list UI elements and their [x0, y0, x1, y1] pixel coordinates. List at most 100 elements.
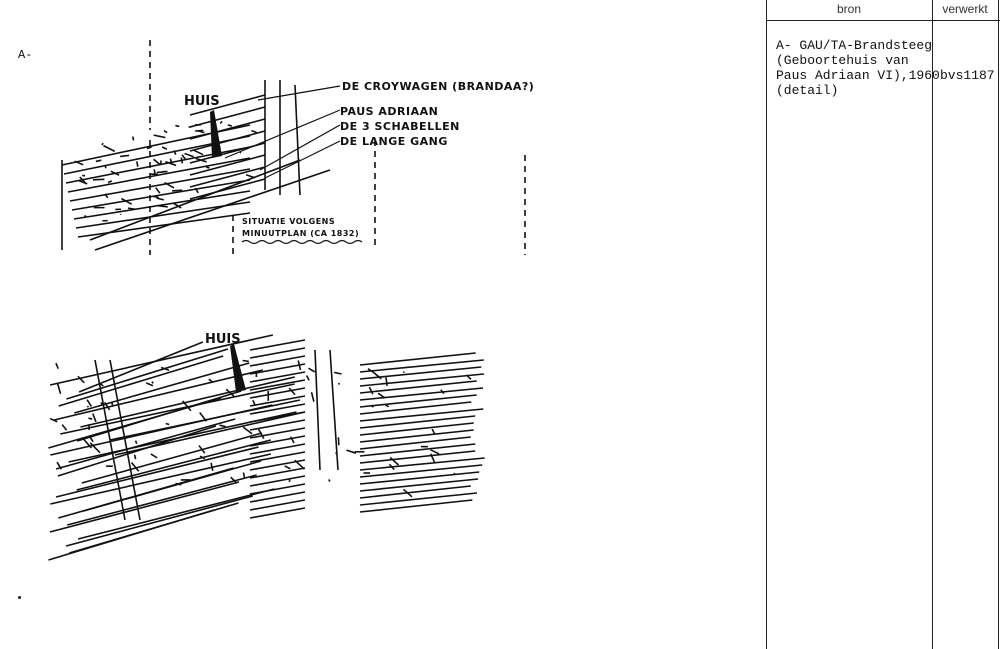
map-line	[440, 389, 445, 395]
map-line	[431, 428, 436, 435]
map-line	[359, 464, 483, 478]
map-line	[430, 449, 440, 455]
reference-code: bvs1187	[940, 68, 995, 83]
map-line	[249, 435, 306, 447]
map-line	[199, 455, 206, 460]
map-line	[109, 359, 141, 521]
map-line	[249, 395, 306, 407]
map-line	[249, 363, 306, 375]
map-line	[58, 467, 234, 519]
map-line	[54, 369, 263, 421]
map-line	[367, 368, 373, 373]
map-line	[370, 404, 374, 408]
map-line	[294, 459, 305, 470]
map-line	[249, 427, 306, 439]
map-line	[208, 378, 213, 383]
map-line	[74, 160, 84, 166]
map-line	[182, 400, 192, 412]
map-line	[249, 387, 306, 399]
map-line	[153, 134, 166, 139]
header-bron: bron	[836, 2, 862, 16]
map-line	[153, 158, 161, 166]
map-line	[184, 152, 194, 158]
map-line	[429, 453, 436, 463]
map-line	[249, 371, 306, 383]
map-line	[161, 146, 168, 150]
map-line	[157, 204, 168, 208]
map-line	[173, 202, 182, 209]
map-line	[249, 403, 306, 415]
map-line	[242, 359, 249, 363]
map-line	[165, 160, 177, 167]
map-line	[189, 106, 266, 128]
column-divider-right	[998, 0, 999, 649]
map-line	[359, 359, 484, 373]
leader-lines	[224, 85, 341, 179]
map-line	[77, 488, 275, 540]
map-line	[198, 445, 206, 454]
map-line	[103, 144, 116, 153]
map-line	[73, 190, 251, 220]
map-line	[314, 349, 321, 471]
map-line	[56, 383, 62, 394]
map-line	[359, 394, 477, 408]
map-line	[180, 157, 184, 164]
map-line	[189, 94, 266, 116]
map-line	[48, 397, 222, 449]
map-line	[67, 474, 257, 526]
map-line	[163, 130, 168, 134]
map-line	[81, 432, 263, 484]
map-line	[242, 426, 253, 435]
map-line	[359, 457, 485, 471]
map-line	[55, 446, 259, 498]
map-line	[120, 197, 133, 205]
map-line	[107, 180, 113, 184]
map-line	[249, 339, 306, 351]
map-line	[328, 479, 331, 482]
map-line	[402, 488, 413, 498]
map-line	[86, 399, 93, 407]
item-label: A-	[18, 48, 33, 62]
map-line	[86, 405, 90, 408]
map-line	[80, 376, 295, 428]
header-verwerkt: verwerkt	[942, 2, 988, 16]
map-line	[146, 146, 152, 150]
map-line	[359, 415, 476, 429]
map-line	[103, 401, 111, 411]
source-citation: A- GAU/TA-Brandsteeg (Geboortehuis van P…	[776, 38, 940, 98]
map-line	[388, 463, 395, 471]
map-line	[210, 462, 214, 471]
map-line	[249, 443, 306, 455]
map-line	[359, 499, 473, 513]
map-line	[359, 352, 476, 366]
map-line	[359, 436, 471, 450]
map-line	[249, 467, 306, 479]
map-line	[249, 483, 306, 495]
arrow-icon	[230, 344, 246, 392]
map-line	[155, 187, 161, 194]
map-line	[359, 443, 476, 457]
annotation-croywagen: DE CROYWAGEN (BRANDAA?)	[342, 80, 534, 93]
map-line	[308, 367, 316, 373]
map-line	[89, 436, 94, 443]
map-line	[194, 187, 199, 194]
bottom-map-sketch	[48, 334, 485, 561]
map-line	[153, 195, 160, 199]
map-line	[66, 348, 229, 400]
map-line	[249, 491, 306, 503]
map-line	[181, 154, 187, 160]
map-line	[57, 425, 217, 477]
map-line	[77, 375, 85, 384]
map-line	[89, 159, 301, 241]
map-line	[136, 161, 139, 167]
map-line	[189, 130, 266, 152]
map-line	[377, 392, 385, 399]
map-line	[359, 492, 478, 506]
map-line	[150, 453, 158, 459]
map-line	[465, 374, 472, 380]
map-line	[230, 476, 237, 483]
map-line	[100, 402, 103, 406]
map-line	[127, 207, 136, 211]
annotation-schabellen: DE 3 SCHABELLEN	[340, 120, 460, 133]
map-line	[385, 377, 388, 387]
